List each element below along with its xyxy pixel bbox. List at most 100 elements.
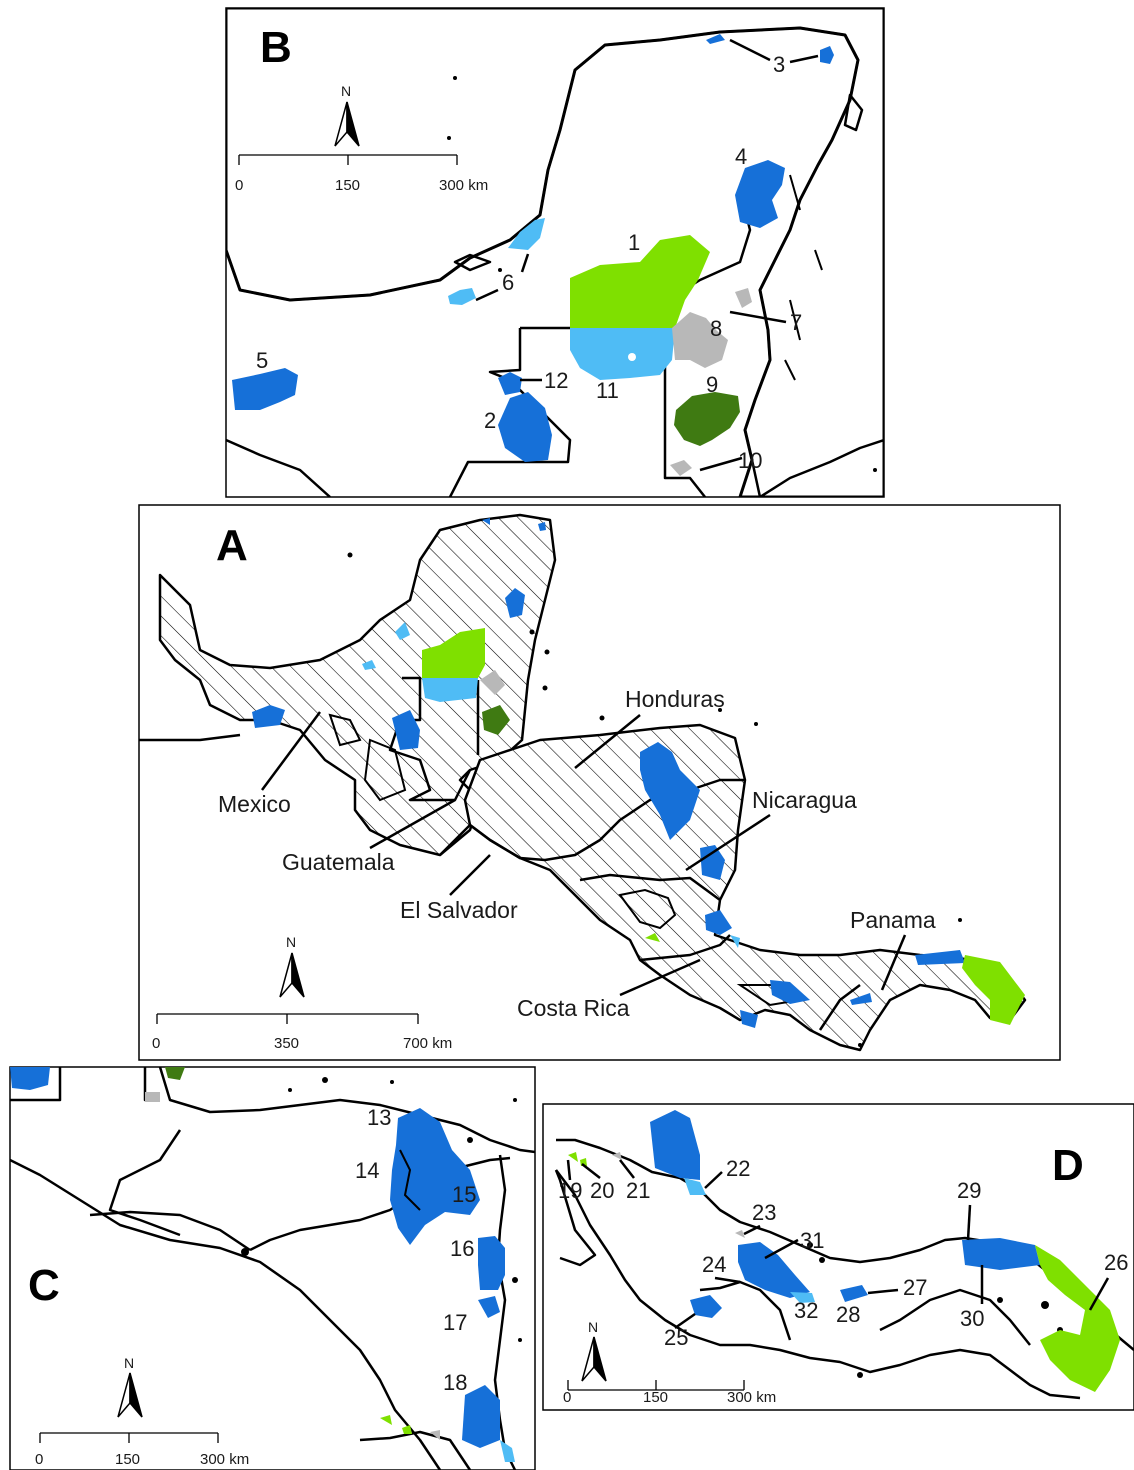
area-16 <box>478 1236 505 1290</box>
area-a-blue-3 <box>482 518 490 525</box>
leader-el-salvador <box>449 854 491 896</box>
area-a-belize-darkgreen <box>482 705 510 735</box>
panel-c-border-ni-cr <box>359 1430 472 1470</box>
area-a-nicaragua-blue <box>700 845 725 880</box>
leader-6a <box>520 253 530 273</box>
leader-3a <box>729 38 771 62</box>
panel-c-border-hn-ni <box>249 1156 511 1252</box>
leader-26 <box>1088 1277 1110 1311</box>
label-3: 3 <box>773 52 785 77</box>
label-29: 29 <box>957 1178 981 1203</box>
area-a-panama-green <box>962 955 1025 1025</box>
panel-c-scale-bar: 0 150 300 km <box>35 1432 249 1468</box>
country-label-panama: Panama <box>850 907 936 933</box>
area-9 <box>674 392 740 446</box>
north-label: N <box>124 1355 134 1371</box>
area-11-hole <box>628 353 636 361</box>
area-1 <box>570 235 710 328</box>
country-label-el-salvador: El Salvador <box>400 897 518 923</box>
scale-tick-150: 150 <box>115 1451 140 1468</box>
island-dot <box>858 1043 862 1047</box>
country-label-costa-rica: Costa Rica <box>517 995 630 1021</box>
area-3b <box>820 46 834 64</box>
area-c-lightgreen-south <box>380 1415 392 1425</box>
island-dot <box>512 1277 518 1283</box>
panel-a-border-1 <box>388 676 472 802</box>
panel-c-north-arrow: N <box>117 1355 143 1418</box>
island-dot <box>599 715 605 721</box>
leader-22 <box>704 1171 723 1189</box>
area-14-outline <box>399 1149 421 1211</box>
area-25 <box>690 1295 722 1318</box>
label-30: 30 <box>960 1306 984 1331</box>
island-dot <box>390 1080 394 1084</box>
scale-tick-0: 0 <box>235 177 243 194</box>
scale-tick-0: 0 <box>563 1389 571 1406</box>
scale-tick-150: 150 <box>335 177 360 194</box>
island-dot <box>322 1077 328 1083</box>
label-21: 21 <box>626 1178 650 1203</box>
label-22: 22 <box>726 1156 750 1181</box>
island-dot <box>498 268 502 272</box>
panel-a-lake <box>328 713 362 747</box>
island-dot <box>718 708 722 712</box>
area-18 <box>462 1385 500 1448</box>
leader-31 <box>764 1238 799 1260</box>
panel-a-region-central <box>463 723 1027 1052</box>
panel-d-border-cr-pa <box>699 1280 792 1341</box>
area-23 <box>735 1230 745 1238</box>
area-a-blue-3b <box>538 522 546 531</box>
area-c-top-green <box>165 1067 185 1080</box>
panel-b-island-cozumel <box>843 93 864 132</box>
label-2: 2 <box>484 408 496 433</box>
label-14: 14 <box>355 1158 379 1183</box>
area-8 <box>672 312 728 368</box>
panel-b-coast-west <box>226 26 860 497</box>
leader-29 <box>966 1204 972 1241</box>
area-a-panama-blue-2 <box>915 950 965 965</box>
panel-c-coast-pacific <box>10 1158 442 1470</box>
area-5 <box>232 368 298 410</box>
leader-25 <box>674 1312 696 1330</box>
label-23: 23 <box>752 1200 776 1225</box>
area-a-blue-east <box>505 588 525 618</box>
panel-d-coast-pacific <box>555 1169 1081 1400</box>
panel-a-border-4 <box>579 873 721 902</box>
area-a-yucatan-lightblue <box>422 678 478 702</box>
area-a-lightblue-6a <box>395 622 410 640</box>
island-dot <box>542 685 548 691</box>
area-8b <box>735 288 752 308</box>
leader-3b <box>789 54 819 64</box>
north-label: N <box>588 1319 598 1335</box>
area-28 <box>840 1285 868 1302</box>
panel-b-reef <box>784 174 823 381</box>
panel-b-label: B <box>260 23 292 72</box>
island-dot <box>518 1338 522 1342</box>
area-c-gray-south <box>430 1430 440 1440</box>
island-dot <box>453 76 457 80</box>
island-dot <box>754 722 758 726</box>
area-d-north-blue <box>650 1110 700 1180</box>
panel-a-label: A <box>216 521 248 570</box>
area-29-30 <box>962 1238 1040 1270</box>
panel-c-border-gt-hn <box>108 1129 182 1237</box>
island-dot <box>447 136 451 140</box>
leader-guatemala <box>369 798 456 850</box>
area-a-costa-lightgreen <box>645 933 660 942</box>
panel-a-border-6 <box>818 984 861 1031</box>
label-8: 8 <box>710 316 722 341</box>
area-a-nicaragua-blue-2 <box>705 910 732 935</box>
area-c-top-gray <box>145 1092 160 1102</box>
area-24 <box>790 1292 815 1303</box>
leader-24 <box>714 1276 741 1284</box>
island-dot <box>347 552 353 558</box>
area-a-honduras-blue <box>640 742 700 840</box>
area-11 <box>570 328 675 380</box>
leader-27 <box>867 1288 899 1295</box>
area-6a <box>508 218 545 250</box>
label-27: 27 <box>903 1275 927 1300</box>
island-dot <box>513 1098 517 1102</box>
scale-tick-150: 150 <box>643 1389 668 1406</box>
area-6b <box>448 288 476 305</box>
panel-a-scale-bar: 0 350 700 km <box>152 1013 452 1052</box>
